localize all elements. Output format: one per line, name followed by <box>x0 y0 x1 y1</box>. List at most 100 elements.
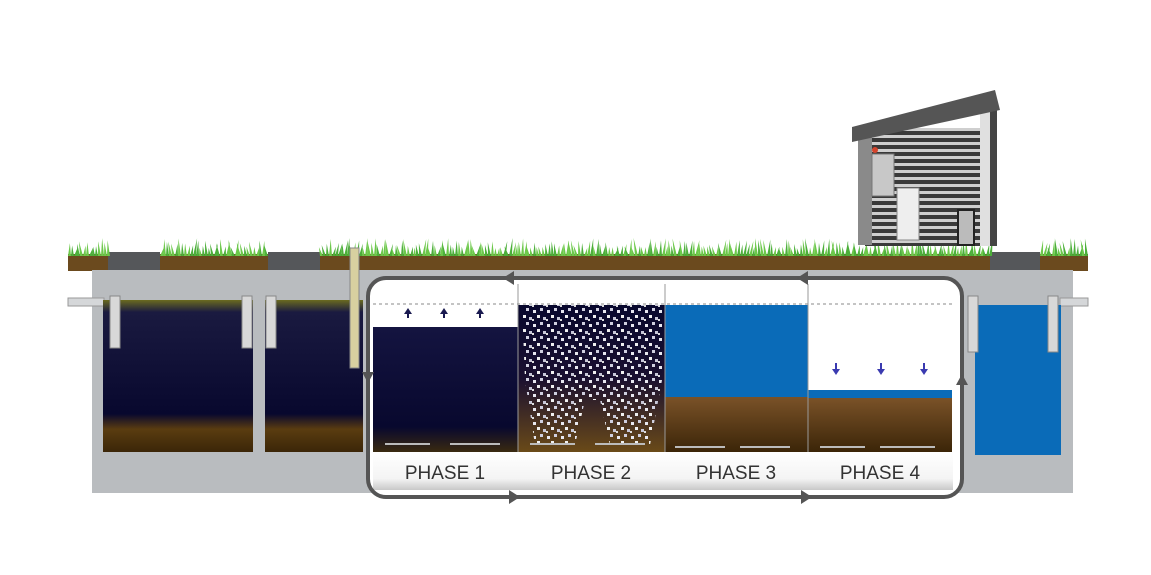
grass-blade <box>847 241 851 256</box>
grass-blade <box>1076 245 1079 256</box>
grass-blade <box>782 246 785 256</box>
grass-blade <box>707 246 710 256</box>
grass-blade <box>804 238 809 256</box>
grass-blade <box>758 240 761 256</box>
grass-blade <box>814 238 818 256</box>
grass-blade <box>633 238 638 256</box>
grass-blade <box>413 247 416 256</box>
label-band <box>373 452 953 490</box>
grass-blade <box>208 247 211 256</box>
baffle <box>265 295 277 349</box>
grass-blade <box>929 244 932 256</box>
grass-blade <box>573 245 578 256</box>
grass-blade <box>329 238 332 256</box>
grass-blade <box>698 243 701 256</box>
grass-blade <box>86 242 89 256</box>
phase-3-settle <box>665 305 808 452</box>
grass-blade <box>403 238 407 256</box>
grass-blade <box>901 245 905 256</box>
grass-blade <box>605 242 608 256</box>
grass-blade <box>178 238 181 256</box>
grass-blade <box>68 243 71 256</box>
grass-blade <box>788 240 791 256</box>
grass-blade <box>422 239 427 256</box>
grass-blade <box>760 238 764 256</box>
grass-blade <box>737 240 740 256</box>
grass-blade <box>226 241 230 256</box>
grass-blade <box>778 247 782 256</box>
grass-blade <box>259 240 262 256</box>
grass-blade <box>425 238 429 256</box>
phase-1-label: PHASE 1 <box>405 463 485 484</box>
grass-blade <box>538 246 542 256</box>
grass-blade <box>1057 247 1061 256</box>
grass-blade <box>1073 238 1076 256</box>
grass-blade <box>740 244 743 256</box>
grass-blade <box>857 245 860 256</box>
grass-blade <box>163 239 166 256</box>
sbr-process-box: PHASE 1 PHASE 2 PHASE 3 PHASE 4 <box>362 271 968 504</box>
grass-blade <box>190 245 194 256</box>
grass-blade <box>210 243 214 256</box>
grass-blade <box>396 244 401 256</box>
grass-blade <box>536 247 539 256</box>
grass-blade <box>168 241 172 256</box>
grass-blade <box>602 246 606 256</box>
grass-blade <box>932 246 936 256</box>
grass-blade <box>647 242 650 256</box>
grass-blade <box>464 240 469 256</box>
grass-blade <box>347 238 350 256</box>
grass-blade <box>881 247 885 256</box>
grass-blade <box>509 238 513 256</box>
grass-blade <box>494 247 497 256</box>
grass-blade <box>836 242 839 256</box>
grass-blade <box>1052 240 1055 256</box>
grass-blade <box>638 245 641 256</box>
grass-blade <box>631 247 635 256</box>
grass-blade <box>956 247 959 256</box>
phase-2-aeration <box>518 305 665 452</box>
grass-blade <box>570 240 575 256</box>
grass-blade <box>500 247 503 256</box>
cycle-loop <box>366 276 964 499</box>
grass-blade <box>749 240 754 256</box>
baffle <box>109 295 121 349</box>
grass-blade <box>734 241 737 256</box>
grass-blade <box>608 247 611 256</box>
down-arrow-icon <box>832 363 928 375</box>
grass-blade <box>77 243 80 256</box>
grass-blade <box>434 245 437 256</box>
grass-blade <box>809 247 812 256</box>
phase-3-label: PHASE 3 <box>696 463 776 484</box>
grass-blade <box>557 245 560 256</box>
grass-blade <box>593 245 596 256</box>
grass-blade <box>249 241 253 256</box>
grass-blade <box>986 243 990 256</box>
grass-blade <box>415 244 419 256</box>
cycle-arrow-icon <box>362 271 968 504</box>
grass-blade <box>318 247 323 256</box>
baffle <box>241 295 253 349</box>
grass-blade <box>202 245 205 256</box>
grass-blade <box>458 241 461 256</box>
grass-blade <box>359 243 363 256</box>
phase-4-label: PHASE 4 <box>840 463 921 484</box>
grass-blade <box>767 239 771 256</box>
grass-blade <box>548 243 551 256</box>
grass-blade <box>824 247 827 256</box>
grass-blade <box>656 246 659 256</box>
grass-blade <box>524 241 527 256</box>
up-arrow-icon <box>404 308 484 318</box>
grass-blade <box>917 238 920 256</box>
grass-blade <box>175 243 178 256</box>
grass-blade <box>196 240 199 256</box>
phase-dividers <box>517 284 809 452</box>
grass-blade <box>78 241 83 256</box>
grass-blade <box>886 240 890 256</box>
grass-blade <box>371 242 374 256</box>
grass-blade <box>869 246 872 256</box>
grass-blade <box>326 243 329 256</box>
clear-water-chamber <box>975 305 1061 455</box>
grass-blade <box>452 246 455 256</box>
grass-blade <box>934 244 938 256</box>
